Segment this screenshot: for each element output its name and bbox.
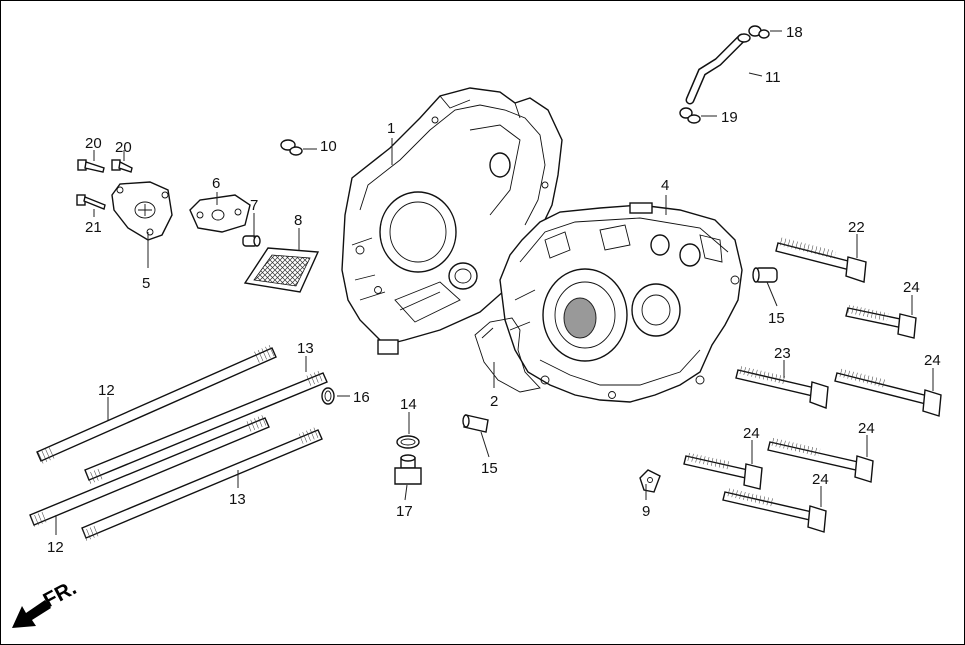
o-ring-16 bbox=[321, 387, 335, 405]
leader-lines bbox=[55, 30, 934, 535]
bolt-24-d bbox=[767, 437, 874, 483]
bolt-24-b bbox=[834, 368, 942, 417]
callout-1: 1 bbox=[387, 120, 395, 137]
callout-15-lower: 15 bbox=[481, 460, 498, 477]
callout-labels: 1 2 4 5 6 7 8 9 10 11 12 12 13 13 14 15 … bbox=[47, 24, 941, 556]
bolt-23 bbox=[735, 365, 829, 409]
callout-9: 9 bbox=[642, 503, 650, 520]
right-crankcase-half bbox=[499, 202, 743, 403]
bolt-24-e bbox=[722, 487, 827, 533]
bolt-21 bbox=[76, 194, 106, 210]
callout-21: 21 bbox=[85, 219, 102, 236]
callout-7: 7 bbox=[250, 197, 258, 214]
callout-19: 19 bbox=[721, 109, 738, 126]
callout-18: 18 bbox=[786, 24, 803, 41]
clip-18 bbox=[748, 25, 770, 39]
callout-2: 2 bbox=[490, 393, 498, 410]
callout-24-e: 24 bbox=[812, 471, 829, 488]
callout-24-a: 24 bbox=[903, 279, 920, 296]
breather-tube-11 bbox=[685, 33, 751, 105]
drain-plug-17 bbox=[394, 454, 422, 485]
callout-10: 10 bbox=[320, 138, 337, 155]
front-arrow-icon bbox=[12, 600, 51, 628]
callout-22: 22 bbox=[848, 219, 865, 236]
oil-pump-cover bbox=[189, 194, 251, 233]
callout-17: 17 bbox=[396, 503, 413, 520]
o-ring-14 bbox=[396, 435, 420, 449]
o-ring-10 bbox=[280, 139, 303, 156]
callout-20-left: 20 bbox=[85, 135, 102, 152]
callout-24-c: 24 bbox=[743, 425, 760, 442]
clip-19 bbox=[679, 107, 701, 124]
callout-16: 16 bbox=[353, 389, 370, 406]
dowel-pin-7 bbox=[242, 235, 261, 247]
callout-15-right: 15 bbox=[768, 310, 785, 327]
callout-4: 4 bbox=[661, 177, 669, 194]
bolt-24-c bbox=[683, 452, 763, 490]
callout-13-lower: 13 bbox=[229, 491, 246, 508]
callout-11: 11 bbox=[765, 69, 781, 86]
oil-pump-body bbox=[111, 181, 173, 241]
callout-5: 5 bbox=[142, 275, 150, 292]
callout-23: 23 bbox=[774, 345, 791, 362]
stud-bolt-12-lower bbox=[28, 414, 270, 528]
callout-12-upper: 12 bbox=[98, 382, 115, 399]
clamp-9 bbox=[639, 469, 661, 493]
stud-bolt-13-upper bbox=[84, 369, 328, 485]
bolt-20-right bbox=[111, 159, 133, 173]
callout-24-d: 24 bbox=[858, 420, 875, 437]
callout-6: 6 bbox=[212, 175, 220, 192]
callout-24-b: 24 bbox=[924, 352, 941, 369]
callout-8: 8 bbox=[294, 212, 302, 229]
callout-14: 14 bbox=[400, 396, 417, 413]
bolt-20-left bbox=[77, 159, 105, 173]
bolt-24-a bbox=[845, 304, 917, 339]
callout-20-right: 20 bbox=[115, 139, 132, 156]
dowel-15-right bbox=[752, 267, 778, 283]
callout-13-upper: 13 bbox=[297, 340, 314, 357]
front-direction-indicator: FR. bbox=[12, 576, 80, 628]
crankcase-gasket bbox=[474, 317, 541, 393]
stud-bolt-12-upper bbox=[35, 344, 277, 465]
dowel-15-lower bbox=[462, 414, 489, 433]
oil-strainer-screen bbox=[243, 247, 320, 293]
callout-12-lower: 12 bbox=[47, 539, 64, 556]
bolt-22 bbox=[775, 237, 867, 283]
stud-bolt-13-lower bbox=[80, 426, 323, 542]
